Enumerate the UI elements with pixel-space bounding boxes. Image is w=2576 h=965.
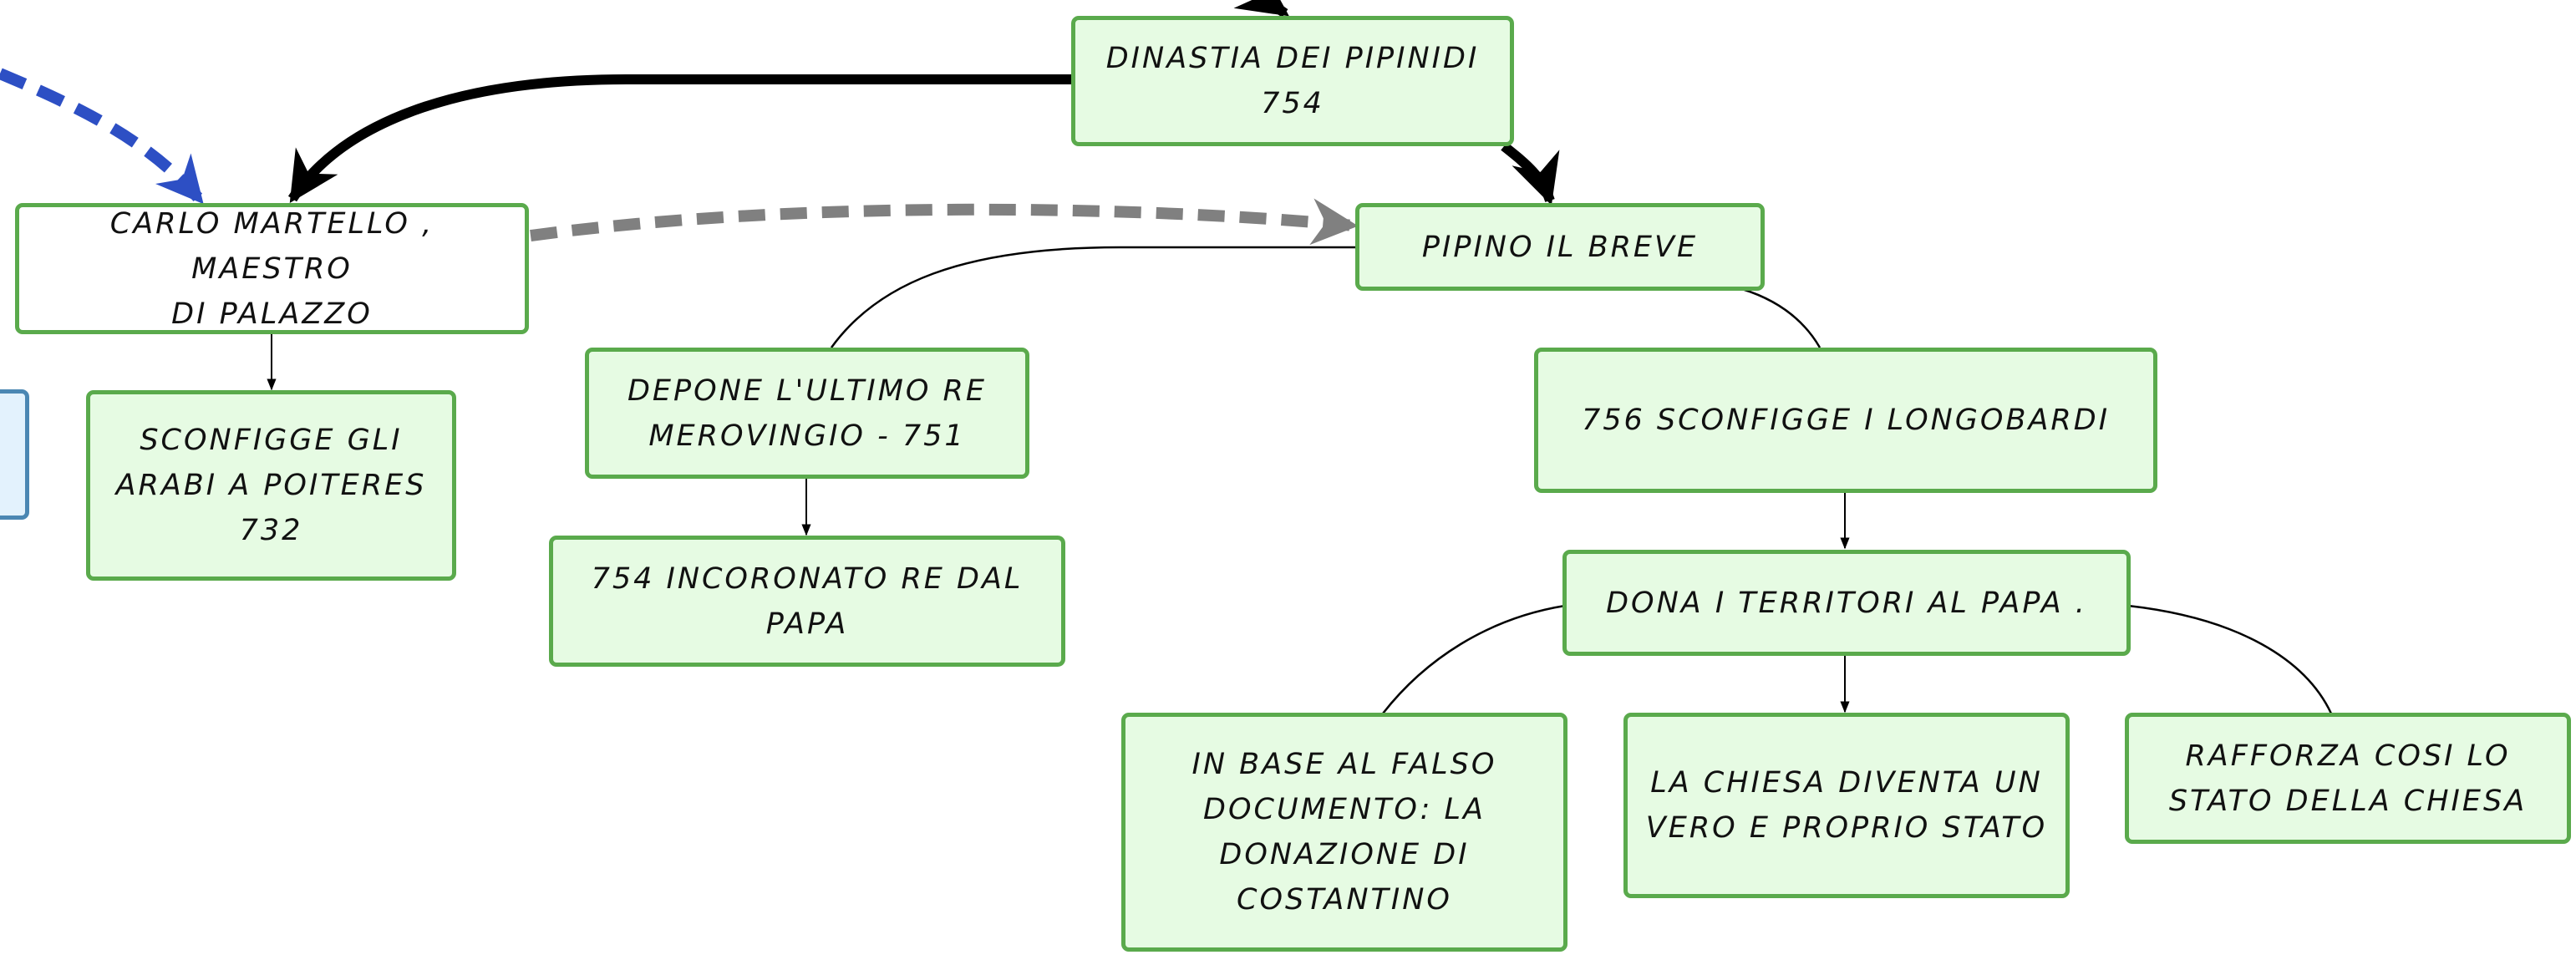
node-carlo-martello[interactable]: CARLO MARTELLO , MAESTRO DI PALAZZO	[15, 203, 529, 334]
node-pipino-il-breve-label: PIPINO IL BREVE	[1421, 230, 1699, 264]
edge-dona-rafforza	[2127, 604, 2333, 714]
node-depone-ultimo-re[interactable]: DEPONE L'ULTIMO RE MEROVINGIO - 751	[585, 348, 1029, 479]
edge-pipino-depone	[830, 246, 1355, 348]
node-chiesa-stato[interactable]: LA CHIESA DIVENTA UN VERO E PROPRIO STAT…	[1623, 713, 2070, 898]
node-falso-documento[interactable]: IN BASE AL FALSO DOCUMENTO: LA DONAZIONE…	[1121, 713, 1567, 952]
node-incoronato-re-label: 754 INCORONATO RE DAL PAPA	[591, 561, 1024, 641]
node-dona-territori[interactable]: DONA I TERRITORI AL PAPA .	[1562, 550, 2131, 656]
edge-pipino-longobardi	[1741, 287, 1821, 348]
node-carlo-martello-label: CARLO MARTELLO , MAESTRO DI PALAZZO	[109, 206, 434, 331]
node-chiesa-stato-label: LA CHIESA DIVENTA UN VERO E PROPRIO STAT…	[1645, 766, 2048, 845]
node-incoronato-re[interactable]: 754 INCORONATO RE DAL PAPA	[549, 536, 1065, 667]
node-dinastia-pipinidi-label: DINASTIA DEI PIPINIDI 754	[1105, 42, 1480, 120]
edge-incoming-top	[1233, 0, 1289, 18]
node-dona-territori-label: DONA I TERRITORI AL PAPA .	[1606, 586, 2087, 620]
edge-dinastia-pipino	[1501, 142, 1560, 206]
edge-dinastia-carlo	[287, 74, 1071, 204]
node-sconfigge-longobardi-label: 756 SCONFIGGE I LONGOBARDI	[1581, 404, 2111, 437]
node-rafforza-stato[interactable]: RAFFORZA COSI LO STATO DELLA CHIESA	[2125, 713, 2571, 844]
node-sconfigge-arabi[interactable]: SCONFIGGE GLI ARABI A POITERES 732	[86, 390, 456, 581]
node-pipino-il-breve[interactable]: PIPINO IL BREVE	[1355, 203, 1765, 291]
node-sconfigge-arabi-label: SCONFIGGE GLI ARABI A POITERES 732	[115, 424, 427, 547]
node-dinastia-pipinidi[interactable]: DINASTIA DEI PIPINIDI 754	[1071, 16, 1514, 146]
node-falso-documento-label: IN BASE AL FALSO DOCUMENTO: LA DONAZIONE…	[1191, 748, 1497, 917]
edge-blue-dashed	[0, 68, 206, 205]
partial-blue-node[interactable]	[0, 389, 29, 520]
node-sconfigge-longobardi[interactable]: 756 SCONFIGGE I LONGOBARDI	[1534, 348, 2157, 493]
node-rafforza-stato-label: RAFFORZA COSI LO STATO DELLA CHIESA	[2168, 739, 2528, 818]
edge-gray-dashed	[530, 198, 1359, 246]
node-depone-ultimo-re-label: DEPONE L'ULTIMO RE MEROVINGIO - 751	[627, 373, 987, 453]
edge-dona-falso	[1382, 604, 1566, 714]
